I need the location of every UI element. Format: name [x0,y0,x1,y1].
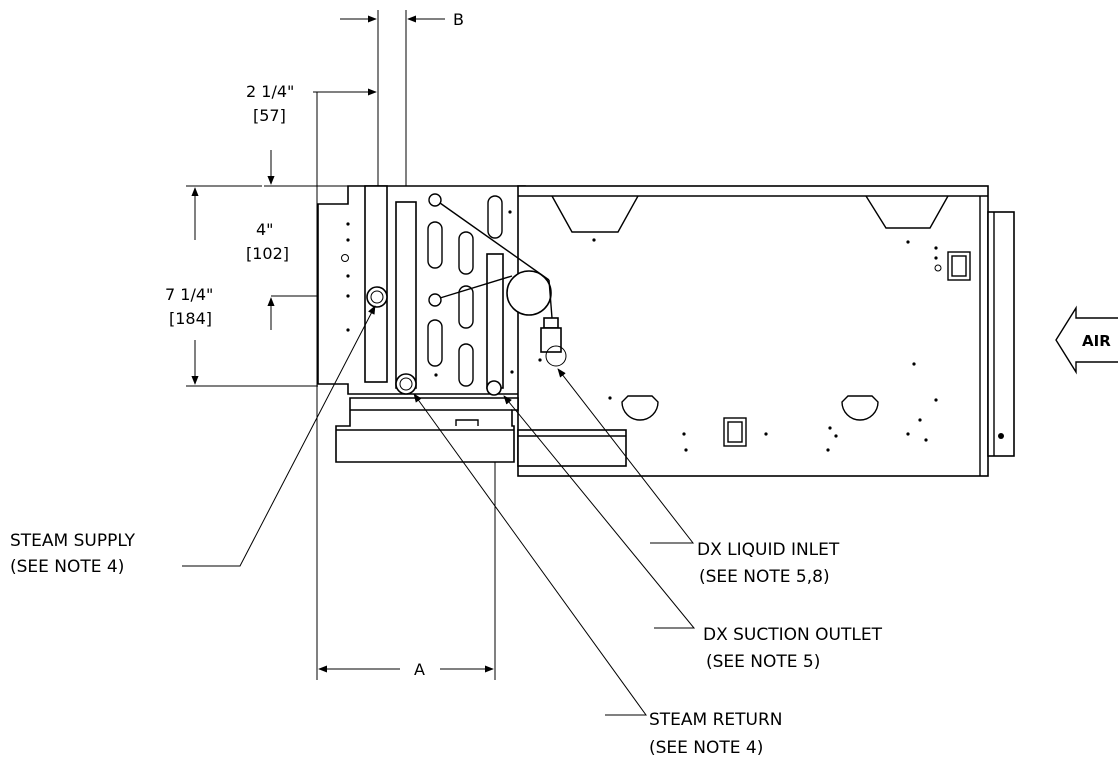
steam-return-connection [395,373,417,395]
steam-return-note: (SEE NOTE 4) [649,738,763,758]
dx-distributor [428,193,567,367]
dimension-7-25-mm: [184] [169,309,212,328]
dx-liquid-inlet-note: (SEE NOTE 5,8) [699,567,830,587]
coil-slots [427,195,503,387]
dimension-4-mm: [102] [246,244,289,263]
drain-pan [335,397,627,467]
mounting-holes [346,210,938,452]
airflow-label: AIR [1082,332,1111,350]
dimension-2-25-inch: 2 1/4" [246,82,294,101]
dimension-7-25: 7 1/4" [184] [165,185,318,387]
steam-headers [364,185,504,389]
leader-lines [182,305,696,716]
dimension-b-label: B [453,10,464,29]
dimension-2-25-mm: [57] [253,106,286,125]
dx-suction-outlet-label: DX SUCTION OUTLET [703,625,883,645]
dimension-4-inch: 4" [256,220,274,239]
dx-suction-connection [486,380,502,396]
airflow-arrow: AIR [1055,305,1118,375]
dx-suction-outlet-note: (SEE NOTE 5) [706,652,820,672]
steam-supply-connection [366,286,388,308]
steam-return-label: STEAM RETURN [649,710,783,730]
dx-liquid-inlet-label: DX LIQUID INLET [697,540,840,560]
dimension-4: 4" [102] [246,150,366,330]
steam-supply-label: STEAM SUPPLY [10,531,136,551]
steam-supply-note: (SEE NOTE 4) [10,557,124,577]
dimension-b: B [340,10,464,200]
dimension-7-25-inch: 7 1/4" [165,285,213,304]
dimension-a-label: A [414,660,425,679]
